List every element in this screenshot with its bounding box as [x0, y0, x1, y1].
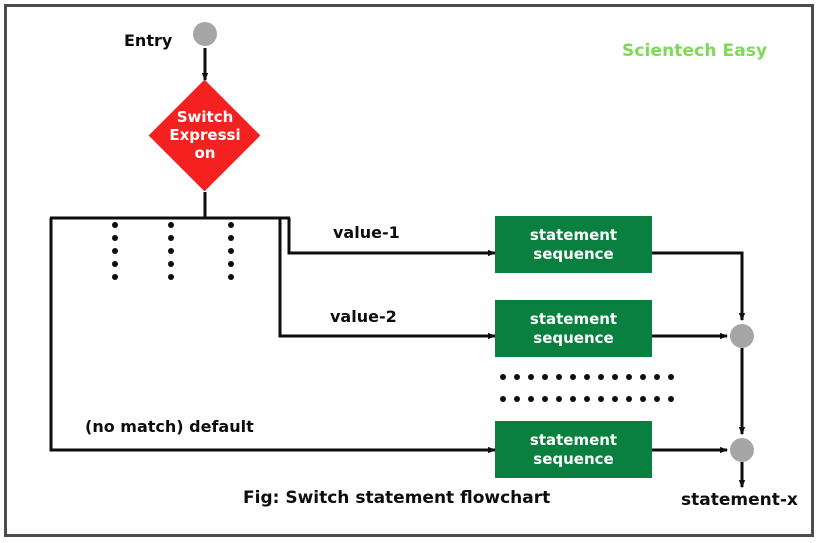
- ellipsis-dot: [570, 396, 576, 402]
- process-label-line-1: statement: [529, 309, 618, 328]
- ellipsis-dot: [598, 396, 604, 402]
- ellipsis-dot: [556, 396, 562, 402]
- ellipsis-dot: [584, 396, 590, 402]
- watermark-scientech-easy: Scientech Easy: [622, 41, 768, 61]
- ellipsis-dot: [626, 396, 632, 402]
- entry-label: Entry: [124, 31, 173, 50]
- ellipsis-dot: [500, 374, 506, 380]
- process-label-line-2: sequence: [533, 449, 614, 468]
- ellipsis-dot: [112, 261, 118, 267]
- process-statement-sequence-1: statement sequence: [495, 216, 652, 273]
- process-label-line-1: statement: [529, 225, 618, 244]
- ellipsis-dot: [654, 396, 660, 402]
- ellipsis-dot: [228, 235, 234, 241]
- process-label-line-2: sequence: [533, 244, 614, 263]
- ellipsis-dot: [556, 374, 562, 380]
- ellipsis-dot: [112, 235, 118, 241]
- ellipsis-dot: [542, 396, 548, 402]
- process-label-line-2: sequence: [533, 328, 614, 347]
- ellipsis-dot: [112, 248, 118, 254]
- decision-label-line-3: on: [194, 143, 216, 162]
- ellipsis-dot: [528, 374, 534, 380]
- ellipsis-dot: [168, 261, 174, 267]
- ellipsis-dot: [168, 274, 174, 280]
- diagram-frame: [4, 4, 814, 537]
- ellipsis-column-2: [168, 222, 174, 280]
- decision-label: Switch Expressi on: [149, 80, 261, 192]
- branch-label-value-2: value-2: [330, 307, 397, 326]
- ellipsis-dot: [654, 374, 660, 380]
- ellipsis-dot: [542, 374, 548, 380]
- ellipsis-dot: [514, 374, 520, 380]
- figure-caption: Fig: Switch statement flowchart: [243, 488, 551, 508]
- ellipsis-dot: [626, 374, 632, 380]
- ellipsis-dot: [168, 248, 174, 254]
- ellipsis-dot: [584, 374, 590, 380]
- ellipsis-dot: [500, 396, 506, 402]
- decision-label-line-2: Expressi: [169, 126, 241, 145]
- ellipsis-dot: [228, 248, 234, 254]
- ellipsis-dot: [640, 374, 646, 380]
- ellipsis-dot: [668, 374, 674, 380]
- ellipsis-column-1: [112, 222, 118, 280]
- ellipsis-dot: [612, 374, 618, 380]
- ellipsis-dot: [612, 396, 618, 402]
- ellipsis-dot: [168, 235, 174, 241]
- ellipsis-column-3: [228, 222, 234, 280]
- process-label-line-1: statement: [529, 430, 618, 449]
- ellipsis-dot: [112, 222, 118, 228]
- ellipsis-dot: [640, 396, 646, 402]
- ellipsis-dot: [514, 396, 520, 402]
- decision-switch-expression: Switch Expressi on: [148, 79, 261, 192]
- ellipsis-dot: [598, 374, 604, 380]
- decision-label-line-1: Switch: [176, 108, 234, 127]
- ellipsis-row-2: [500, 396, 674, 402]
- process-statement-sequence-3: statement sequence: [495, 421, 652, 478]
- ellipsis-dot: [528, 396, 534, 402]
- ellipsis-dot: [168, 222, 174, 228]
- ellipsis-row-1: [500, 374, 674, 380]
- ellipsis-dot: [228, 222, 234, 228]
- ellipsis-dot: [570, 374, 576, 380]
- ellipsis-dot: [228, 261, 234, 267]
- exit-label-statement-x: statement-x: [681, 490, 798, 510]
- branch-label-default: (no match) default: [85, 417, 254, 436]
- ellipsis-dot: [668, 396, 674, 402]
- process-statement-sequence-2: statement sequence: [495, 300, 652, 357]
- branch-label-value-1: value-1: [333, 223, 400, 242]
- ellipsis-dot: [228, 274, 234, 280]
- ellipsis-dot: [112, 274, 118, 280]
